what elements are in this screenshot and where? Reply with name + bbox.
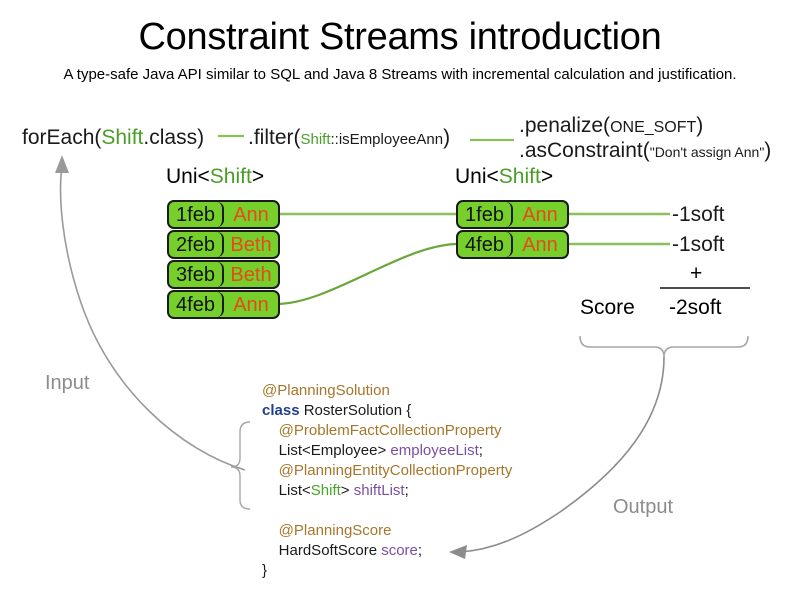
code-line: @PlanningEntityCollectionProperty [262,461,513,481]
code-token: shiftList [353,482,405,499]
code-line: List<Employee> employeeList; [262,441,512,461]
code-line: HardSoftScore score; [262,541,512,561]
filter-method: ::isEmployeeAnn [330,131,444,148]
penalize-tail: ) [696,114,704,137]
code-token: employeeList [390,442,479,459]
code-token: Shift [310,482,341,499]
shift-box[interactable]: 1feb Ann [456,200,569,229]
shift-employee: Beth [230,263,272,286]
code-token: @PlanningEntityCollectionProperty [278,462,513,479]
code-line: List<Shift> shiftList; [262,481,512,501]
asconstraint-tail: ) [764,139,772,162]
uni-label-right: Uni<Shift> [455,165,553,189]
code-token: ; [478,442,483,459]
filter-type: Shift [300,131,331,148]
input-label: Input [45,372,90,394]
penalty-value: -1soft [672,233,725,256]
page-subtitle: A type-safe Java API similar to SQL and … [63,66,737,83]
asconstraint-arg: "Don't assign Ann" [649,144,765,160]
filter-tail: ) [443,126,451,149]
code-fields-brace [230,421,251,510]
page-title: Constraint Streams introduction [138,16,662,58]
shift-employee: Ann [522,233,558,256]
shift-box[interactable]: 3feb Beth [167,260,280,289]
code-line: } [262,561,512,581]
shift-box[interactable]: 4feb Ann [456,230,569,259]
penalty-value: -1soft [672,203,725,226]
shift-employee: Ann [233,203,269,226]
score-total: -2soft [669,296,722,319]
foreach-tail: .class) [143,126,205,149]
sum-operator: + [690,262,703,285]
code-token: List< [278,482,311,499]
code-line [262,501,512,521]
shift-box[interactable]: 2feb Beth [167,230,280,259]
expression-foreach: forEach(Shift.class) [22,126,204,150]
penalize-call: .penalize( [519,114,611,137]
code-line: @ProblemFactCollectionProperty [262,421,512,441]
code-token: HardSoftScore [278,542,382,559]
shift-employee: Ann [233,293,269,316]
filter-call: .filter( [248,126,301,149]
shift-date: 4feb [458,232,513,257]
output-label: Output [613,496,674,518]
shift-date: 4feb [169,292,224,317]
shift-box[interactable]: 4feb Ann [167,290,280,319]
asconstraint-call: .asConstraint( [519,139,650,162]
connector-row-4feb [275,242,457,306]
code-token [262,502,266,519]
foreach-call: forEach( [22,126,102,149]
uni-right-type: Shift [498,165,541,188]
score-brace [579,335,749,358]
uni-right-suffix: > [540,165,554,188]
uni-left-suffix: > [251,165,265,188]
shift-date: 1feb [169,202,224,227]
code-token: score [381,542,418,559]
code-line: @PlanningSolution [262,381,512,401]
shift-box[interactable]: 1feb Ann [167,200,280,229]
score-label: Score [580,296,635,319]
expression-filter: .filter(Shift::isEmployeeAnn) [248,126,450,150]
shift-date: 3feb [169,262,224,287]
shift-date: 1feb [458,202,513,227]
uni-label-left: Uni<Shift> [166,165,264,189]
code-token: List<Employee> [278,442,391,459]
shift-date: 2feb [169,232,224,257]
code-token: ; [404,482,409,499]
code-token: RosterSolution { [299,402,412,419]
expression-as-constraint: .asConstraint("Don't assign Ann") [519,139,771,163]
uni-left-prefix: Uni< [166,165,210,188]
code-token: > [340,482,354,499]
foreach-type: Shift [101,126,144,149]
code-line: @PlanningScore [262,521,512,541]
uni-right-prefix: Uni< [455,165,499,188]
input-arrow-head [55,155,69,173]
uni-left-type: Shift [209,165,252,188]
code-line: class RosterSolution { [262,401,512,421]
code-token: @PlanningSolution [262,382,390,399]
sum-divider [660,287,750,289]
shift-employee: Beth [230,233,272,256]
expression-penalize: .penalize(ONE_SOFT) [519,114,703,138]
code-token: @PlanningScore [278,522,392,539]
shift-employee: Ann [522,203,558,226]
code-token: ; [417,542,423,559]
code-token: } [262,562,268,579]
penalize-arg: ONE_SOFT [610,119,697,136]
code-token: class [262,402,300,419]
code-token: @ProblemFactCollectionProperty [278,422,502,439]
